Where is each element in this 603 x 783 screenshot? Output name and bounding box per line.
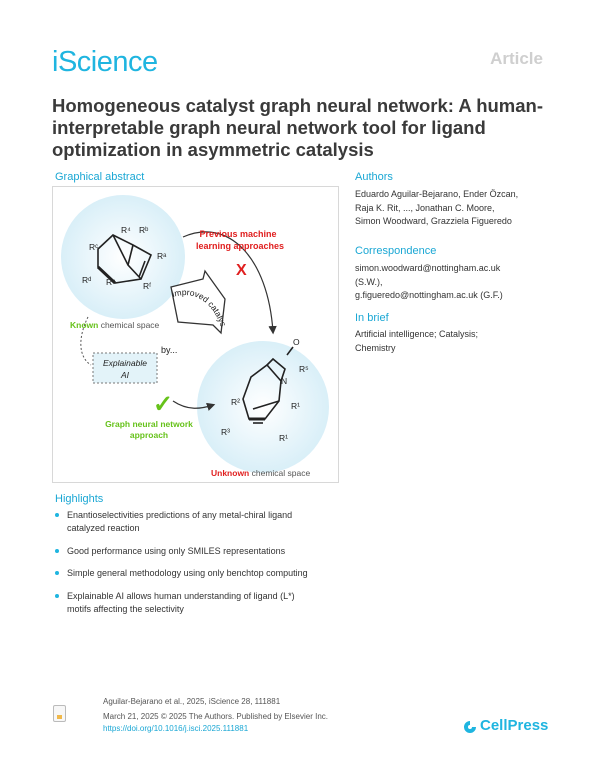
in-brief-line: Artificial intelligence; Catalysis; [355, 329, 479, 339]
article-title: Homogeneous catalyst graph neural networ… [52, 95, 544, 160]
highlight-item: Good performance using only SMILES repre… [55, 545, 340, 558]
mol1-label-rb: Rᵇ [139, 225, 148, 235]
mol1-label-re: Rᵉ [106, 277, 115, 287]
unknown-space-label: Unknown chemical space [211, 468, 310, 478]
mol2-label-r3: R³ [221, 427, 230, 437]
graphical-abstract-figure: R⁴ Rᵇ Rᶜ Rᵃ Rᵈ Rᵉ Rᶠ Previous machine le… [51, 179, 329, 478]
unknown-molecule [242, 346, 294, 424]
mol1-label-r4: R⁴ [121, 225, 131, 235]
highlights-heading: Highlights [55, 493, 104, 505]
unknown-space-bubble [197, 341, 329, 473]
check-for-updates-icon[interactable] [53, 705, 66, 722]
authors-line: Eduardo Aguilar-Bejarano, Ender Özcan, [355, 189, 519, 199]
by-label: by... [161, 345, 177, 355]
doi-link[interactable]: https://doi.org/10.1016/j.isci.2025.1118… [103, 724, 249, 733]
highlight-text: Explainable AI allows human understandin… [67, 590, 295, 601]
previous-approaches-line1: Previous machine [199, 229, 276, 239]
improved-catalysis-arrow-icon [170, 269, 226, 335]
authors-list: Eduardo Aguilar-Bejarano, Ender Özcan, R… [355, 188, 555, 229]
journal-name: iScience [52, 46, 158, 78]
explainable-ai-box [92, 352, 158, 384]
gnn-approach-line2: approach [130, 430, 168, 440]
explainable-ai-line2: AI [120, 370, 130, 380]
mol2-label-o: O [293, 337, 300, 347]
highlight-text: Enantioselectivities predictions of any … [67, 510, 293, 520]
in-brief-text: Artificial intelligence; Catalysis; Chem… [355, 328, 555, 355]
correspondence-list: simon.woodward@nottingham.ac.uk (S.W.), … [355, 262, 555, 303]
mol2-label-r1b: R¹ [279, 433, 288, 443]
article-type-label: Article [490, 49, 543, 68]
correspondence-email[interactable]: g.figueredo@nottingham.ac.uk (G.F.) [355, 290, 503, 300]
correspondence-heading: Correspondence [355, 245, 437, 257]
correspondence-email[interactable]: simon.woodward@nottingham.ac.uk [355, 263, 501, 273]
mol1-label-rd: Rᵈ [82, 275, 91, 285]
explainable-ai-line1: Explainable [103, 358, 147, 368]
highlight-text: Good performance using only SMILES repre… [67, 545, 286, 556]
previous-approach-arrow [182, 231, 277, 335]
authors-line: Raja K. Rit, ..., Jonathan C. Moore, [355, 202, 495, 213]
mol2-label-r5: R⁵ [299, 364, 309, 374]
in-brief-line: Chemistry [355, 342, 396, 353]
authors-heading: Authors [355, 171, 393, 183]
mol2-label-n: N [281, 376, 287, 386]
cellpress-brand: CellPress [480, 717, 549, 734]
publication-date-line: March 21, 2025 © 2025 The Authors. Publi… [103, 712, 328, 721]
highlight-item: Simple general methodology using only be… [55, 567, 340, 580]
highlight-item: Explainable AI allows human understandin… [55, 590, 340, 616]
highlight-text: catalyzed reaction [67, 523, 140, 533]
check-mark-icon: ✓ [153, 391, 173, 418]
citation-line: Aguilar-Bejarano et al., 2025, iScience … [103, 697, 281, 706]
known-to-xai-arrow [80, 316, 92, 366]
mol1-label-ra: Rᵃ [157, 251, 167, 261]
graphical-abstract-heading: Graphical abstract [55, 171, 145, 183]
mol1-label-rc: Rᶜ [89, 242, 98, 252]
highlight-text: Simple general methodology using only be… [67, 568, 308, 578]
cross-mark-icon: X [236, 262, 247, 279]
mol2-label-r2: R² [231, 397, 240, 407]
known-space-bubble [61, 195, 185, 319]
in-brief-heading: In brief [355, 312, 389, 324]
gnn-approach-line1: Graph neural network [105, 419, 193, 429]
authors-line: Simon Woodward, Grazziela Figueredo [355, 216, 512, 226]
highlights-list: Enantioselectivities predictions of any … [55, 509, 340, 625]
known-molecule [96, 234, 153, 285]
cellpress-logo-icon [464, 721, 476, 733]
correspondence-line: (S.W.), [355, 276, 383, 287]
highlight-text: motifs affecting the selectivity [67, 603, 184, 614]
graphical-abstract: R⁴ Rᵇ Rᶜ Rᵃ Rᵈ Rᵉ Rᶠ Previous machine le… [51, 179, 339, 483]
gnn-arrow [172, 400, 216, 411]
previous-approaches-line2: learning approaches [196, 241, 284, 251]
highlight-item: Enantioselectivities predictions of any … [55, 509, 340, 535]
mol1-label-rf: Rᶠ [143, 281, 151, 291]
mol2-label-r1a: R¹ [291, 401, 300, 411]
